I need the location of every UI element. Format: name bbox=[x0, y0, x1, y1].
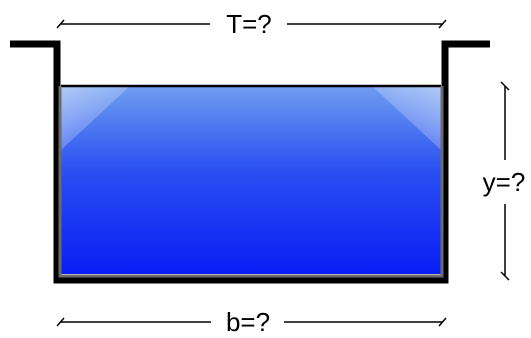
water-body bbox=[61, 84, 441, 274]
depth-dimension: y=? bbox=[483, 81, 526, 281]
depth-label: y=? bbox=[483, 167, 526, 197]
channel-wall-outline bbox=[10, 40, 490, 284]
water-shine-right bbox=[372, 86, 441, 150]
depth-tick-top bbox=[500, 81, 510, 91]
depth-tick-bottom bbox=[500, 271, 510, 281]
top-width-tick-right bbox=[438, 19, 447, 29]
top-width-label: T=? bbox=[226, 9, 272, 39]
water-shine-left bbox=[61, 86, 130, 150]
bottom-width-tick-left bbox=[56, 317, 65, 327]
channel-walls bbox=[10, 40, 490, 284]
bottom-width-tick-right bbox=[438, 317, 447, 327]
water-fill bbox=[61, 86, 441, 274]
bottom-width-label: b=? bbox=[226, 307, 270, 337]
channel-wall-inner bbox=[58, 86, 444, 278]
top-width-dimension: T=? bbox=[56, 9, 447, 39]
top-width-tick-left bbox=[56, 19, 65, 29]
bottom-width-dimension: b=? bbox=[56, 307, 447, 337]
